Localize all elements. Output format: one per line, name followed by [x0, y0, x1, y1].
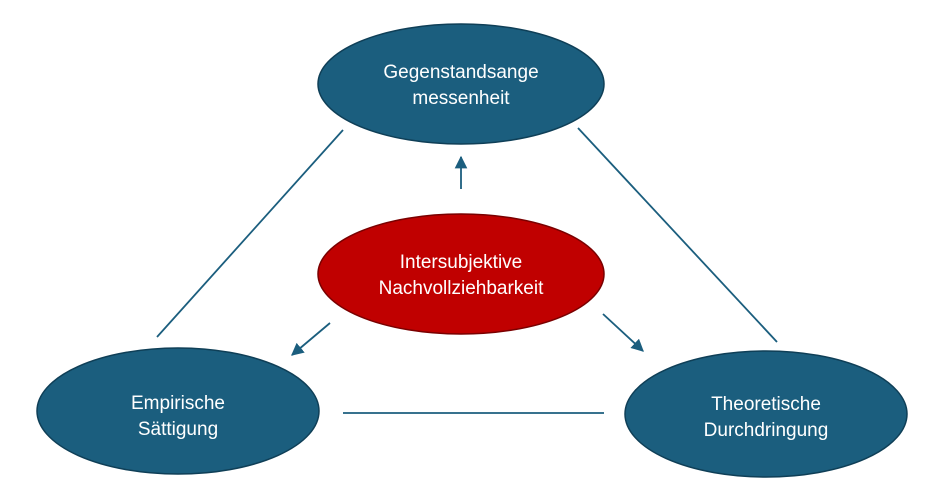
- node-right-label-line2: Durchdringung: [704, 420, 829, 441]
- node-right: Theoretische Durchdringung: [624, 350, 908, 478]
- node-top-label-line2: messenheit: [412, 88, 510, 109]
- node-left: Empirische Sättigung: [36, 347, 320, 475]
- node-top: Gegenstandsange messenheit: [317, 23, 605, 145]
- arrow-center-to-right: [602, 313, 644, 352]
- node-right-shape: [624, 350, 908, 478]
- edge-top-to-left: [156, 129, 344, 338]
- node-right-label-line1: Theoretische: [711, 394, 821, 415]
- node-left-label-line2: Sättigung: [138, 419, 218, 440]
- edge-top-to-right: [577, 127, 778, 343]
- node-top-label-line1: Gegenstandsange: [383, 62, 538, 83]
- node-center-label-line1: Intersubjektive: [400, 252, 523, 273]
- arrow-center-to-left: [291, 322, 331, 356]
- node-center-label-line2: Nachvollziehbarkeit: [379, 278, 544, 299]
- node-left-label-line1: Empirische: [131, 393, 225, 414]
- node-left-shape: [36, 347, 320, 475]
- node-center: Intersubjektive Nachvollziehbarkeit: [317, 213, 605, 335]
- node-center-shape: [317, 213, 605, 335]
- node-top-shape: [317, 23, 605, 145]
